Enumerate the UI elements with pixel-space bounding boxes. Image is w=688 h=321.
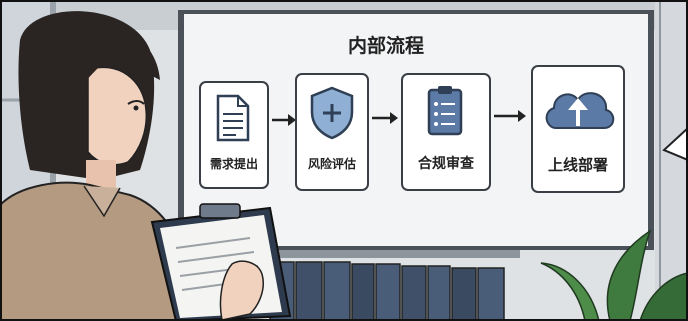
arrow-1: [272, 114, 296, 126]
checklist-icon: [427, 86, 463, 136]
arrow-3: [494, 110, 526, 122]
step-card-1: 需求提出: [199, 81, 269, 189]
step-card-3: 合规审查: [401, 73, 491, 191]
hand: [219, 260, 264, 321]
step-label-3: 合规审查: [418, 155, 475, 172]
speech-bubble-tail: [662, 126, 688, 162]
step-label-2: 风险评估: [308, 156, 356, 171]
woman: [0, 11, 198, 321]
step-label-1: 需求提出: [210, 156, 258, 171]
cloud-upload-icon: [545, 92, 615, 129]
plant: [540, 229, 688, 321]
process-board: 内部流程 需求提出: [178, 10, 654, 250]
document-icon: [216, 94, 250, 142]
arrow-2: [372, 112, 398, 124]
shield-plus-icon: [310, 86, 354, 140]
step-card-2: 风险评估: [295, 73, 369, 191]
step-card-4: 上线部署: [531, 65, 625, 193]
board-title: 内部流程: [348, 34, 424, 57]
step-label-4: 上线部署: [548, 156, 608, 174]
